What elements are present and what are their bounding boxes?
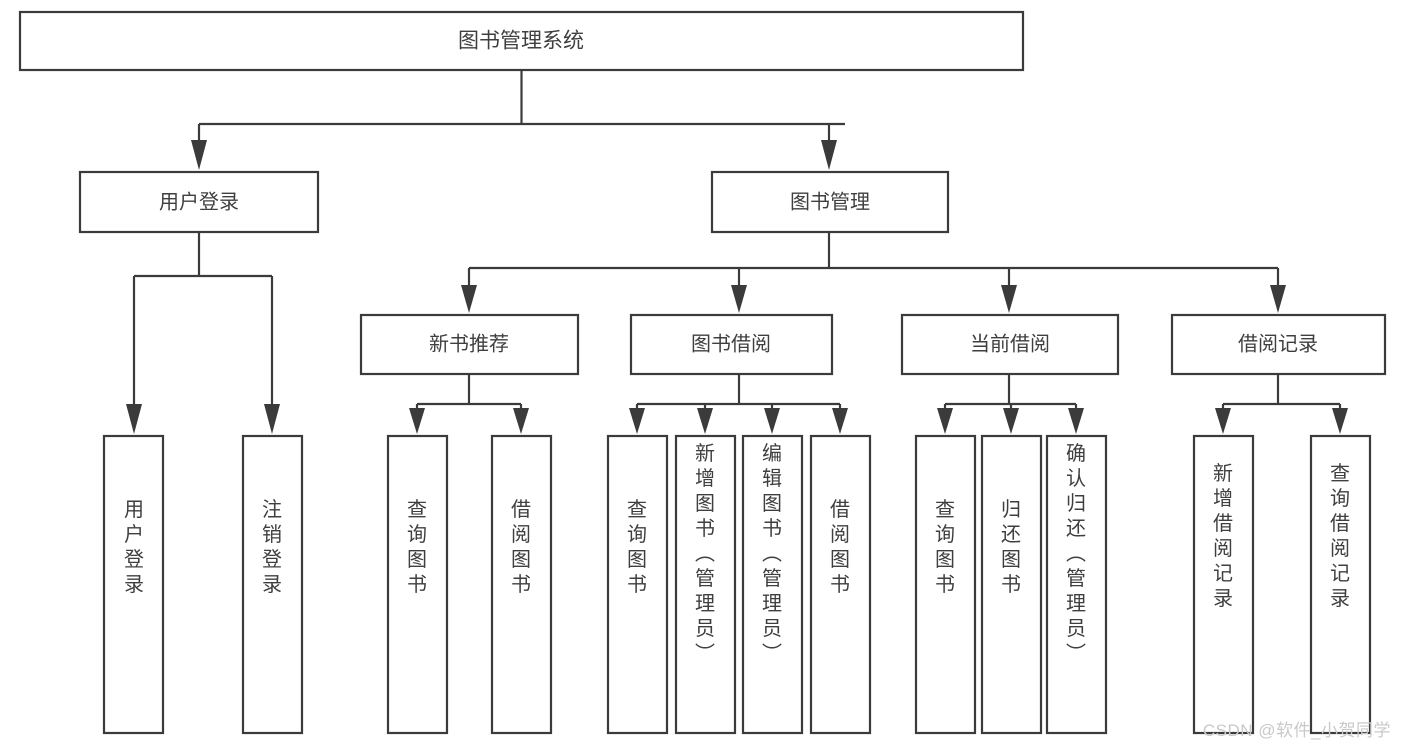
leaf-logout-login[interactable]: 注销登录 [241,434,304,735]
arrow-to-leaf-query-record [1332,408,1348,434]
leaf-add-book-box[interactable] [674,434,737,735]
leaf-add-record[interactable]: 新增借阅记录 [1192,434,1255,735]
arrow-to-leaf-add-book [697,408,713,434]
node-root-box[interactable] [18,10,1025,72]
node-book-borrow-label: 图书借阅 [691,332,771,355]
leaf-query-book-3[interactable]: 查询图书 [914,434,977,735]
arrow-to-new-book-recommend [461,285,477,313]
leaf-logout-login-box[interactable] [241,434,304,735]
node-root-label: 图书管理系统 [458,30,584,53]
leaf-query-book-3-label: 查询图书 [935,498,955,596]
leaf-query-book-2-label: 查询图书 [627,498,647,596]
arrow-to-borrow-record [1270,285,1286,313]
leaf-query-book-3-box[interactable] [914,434,977,735]
arrow-to-leaf-return-book [1003,408,1019,434]
leaf-edit-book-label: 编辑图书︵管理员︶ [762,442,782,665]
leaf-query-book-1-box[interactable] [386,434,449,735]
node-book-borrow[interactable]: 图书借阅 [629,313,834,376]
leaf-query-record[interactable]: 查询借阅记录 [1309,434,1372,735]
arrow-to-leaf-borrow-book-1 [513,408,529,434]
node-new-book-recommend-box[interactable] [359,313,580,376]
node-user-login[interactable]: 用户登录 [78,170,320,234]
leaf-add-book-label: 新增图书︵管理员︶ [695,442,715,665]
leaf-edit-book[interactable]: 编辑图书︵管理员︶ [741,434,804,735]
leaf-edit-book-box[interactable] [741,434,804,735]
node-user-login-box[interactable] [78,170,320,234]
leaf-query-book-1-label: 查询图书 [407,498,427,596]
arrow-to-leaf-logout-login [264,404,280,434]
leaf-return-book-label: 归还图书 [1001,498,1021,596]
leaf-add-book[interactable]: 新增图书︵管理员︶ [674,434,737,735]
leaf-query-book-1[interactable]: 查询图书 [386,434,449,735]
node-new-book-recommend-label: 新书推荐 [429,332,509,355]
leaf-return-book-box[interactable] [980,434,1043,735]
leaf-borrow-book-1[interactable]: 借阅图书 [490,434,553,735]
node-current-borrow[interactable]: 当前借阅 [900,313,1120,376]
leaf-confirm-return-label: 确认归还︵管理员︶ [1066,442,1086,665]
node-root[interactable]: 图书管理系统 [18,10,1025,72]
arrow-to-leaf-add-record [1215,408,1231,434]
node-book-manage-box[interactable] [710,170,950,234]
leaf-borrow-book-1-box[interactable] [490,434,553,735]
leaf-return-book[interactable]: 归还图书 [980,434,1043,735]
leaf-borrow-book-2[interactable]: 借阅图书 [809,434,872,735]
leaf-borrow-book-1-label: 借阅图书 [511,498,531,596]
leaf-borrow-book-2-label: 借阅图书 [830,498,850,596]
arrow-to-leaf-query-book-1 [409,408,425,434]
leaf-user-login[interactable]: 用户登录 [102,434,165,735]
arrow-to-leaf-query-book-2 [629,408,645,434]
leaf-confirm-return-box[interactable] [1045,434,1108,735]
arrow-to-leaf-user-login [126,404,142,434]
node-borrow-record-label: 借阅记录 [1238,332,1318,355]
node-borrow-record-box[interactable] [1170,313,1387,376]
node-current-borrow-box[interactable] [900,313,1120,376]
node-book-manage[interactable]: 图书管理 [710,170,950,234]
leaf-add-record-label: 新增借阅记录 [1213,462,1233,610]
node-borrow-record[interactable]: 借阅记录 [1170,313,1387,376]
leaf-logout-login-label: 注销登录 [262,498,282,596]
node-book-borrow-box[interactable] [629,313,834,376]
leaf-query-record-label: 查询借阅记录 [1330,462,1350,610]
arrow-to-leaf-borrow-book-2 [832,408,848,434]
connector-layer [126,70,1348,434]
node-user-login-label: 用户登录 [159,190,239,213]
leaf-user-login-box[interactable] [102,434,165,735]
leaf-confirm-return[interactable]: 确认归还︵管理员︶ [1045,434,1108,735]
node-book-manage-label: 图书管理 [790,190,870,213]
arrow-root-to-user-login [191,140,207,170]
leaf-query-book-2-box[interactable] [606,434,669,735]
leaf-user-login-label: 用户登录 [124,499,144,596]
leaf-borrow-book-2-box[interactable] [809,434,872,735]
node-new-book-recommend[interactable]: 新书推荐 [359,313,580,376]
arrow-to-leaf-confirm-return [1068,408,1084,434]
arrow-to-leaf-query-book-3 [937,408,953,434]
arrow-to-book-borrow [731,285,747,313]
arrow-to-current-borrow [1001,285,1017,313]
arrow-root-to-book-manage [821,140,837,170]
node-current-borrow-label: 当前借阅 [970,332,1050,355]
leaf-query-book-2[interactable]: 查询图书 [606,434,669,735]
leaf-query-record-box[interactable] [1309,434,1372,735]
arrow-to-leaf-edit-book [764,408,780,434]
leaf-add-record-box[interactable] [1192,434,1255,735]
